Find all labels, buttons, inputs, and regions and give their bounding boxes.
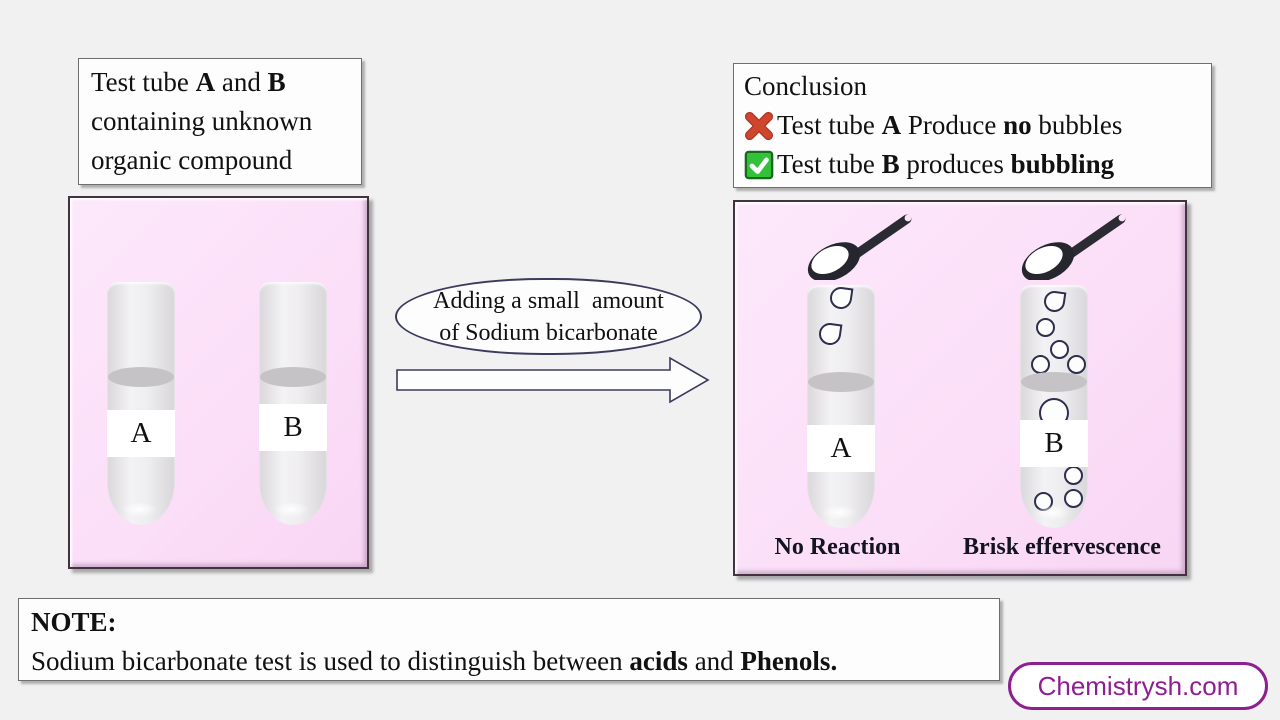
test-tube-a: A (807, 285, 875, 528)
speech-bubble: Adding a small amount of Sodium bicarbon… (395, 278, 702, 355)
powder-drop-icon (828, 285, 854, 311)
bubble-icon (1034, 492, 1053, 511)
title-line: Test tube A and B (91, 67, 286, 97)
powder-drop-icon (1042, 289, 1067, 314)
tube-letter: B (1044, 427, 1064, 459)
bubble-icon (1050, 340, 1069, 359)
liquid-surface (1021, 372, 1087, 392)
left-panel: A B (68, 196, 369, 569)
note-text: Sodium bicarbonate test is used to disti… (31, 646, 838, 676)
liquid-surface (108, 367, 174, 387)
conclusion-text: Test tube B produces bubbling (777, 149, 1115, 179)
tube-a-caption: No Reaction (774, 534, 901, 560)
powder-drop-icon (817, 321, 843, 347)
liquid-surface (808, 372, 874, 392)
speech-bubble-line: of Sodium bicarbonate (439, 319, 658, 346)
bubble-icon (1064, 466, 1083, 485)
speech-bubble-line: Adding a small amount (433, 287, 664, 314)
conclusion-text: Test tube A Produce no bubbles (777, 110, 1123, 140)
check-icon (744, 150, 774, 180)
bubble-icon (1067, 355, 1086, 374)
tube-label: B (1020, 420, 1088, 467)
test-tube-b: B (259, 282, 327, 525)
arrow-right-icon (396, 356, 710, 404)
spoon-icon (1021, 214, 1126, 280)
cross-icon (744, 111, 774, 141)
conclusion-item: Test tube B produces bubbling (744, 145, 1201, 184)
title-line: containing unknown (91, 106, 313, 136)
note-title: NOTE: (31, 607, 117, 637)
note-box: NOTE: Sodium bicarbonate test is used to… (18, 598, 1000, 681)
spoon-icon (807, 214, 912, 280)
test-tube-a: A (107, 282, 175, 525)
tube-label: A (807, 425, 875, 472)
tube-label: B (259, 404, 327, 451)
conclusion-title: Conclusion (744, 71, 868, 101)
bubble-icon (1036, 318, 1055, 337)
tube-letter: A (130, 417, 152, 449)
test-tube-b: B (1020, 285, 1088, 528)
conclusion-box: Conclusion Test tube A Produce no bubble… (733, 63, 1212, 188)
title-line: organic compound (91, 145, 293, 175)
liquid-surface (260, 367, 326, 387)
title-box: Test tube A and B containing unknown org… (78, 58, 362, 185)
watermark: Chemistrysh.com (1008, 662, 1268, 710)
tube-label: A (107, 410, 175, 457)
bubble-icon (1031, 355, 1050, 374)
watermark-text: Chemistrysh.com (1037, 670, 1239, 701)
bubble-icon (1064, 489, 1083, 508)
tube-letter: B (283, 411, 303, 443)
tube-b-caption: Brisk effervescence (963, 534, 1161, 560)
tube-letter: A (830, 432, 852, 464)
conclusion-item: Test tube A Produce no bubbles (744, 106, 1201, 145)
right-panel: A B No Reaction Brisk effervescence (733, 200, 1187, 576)
